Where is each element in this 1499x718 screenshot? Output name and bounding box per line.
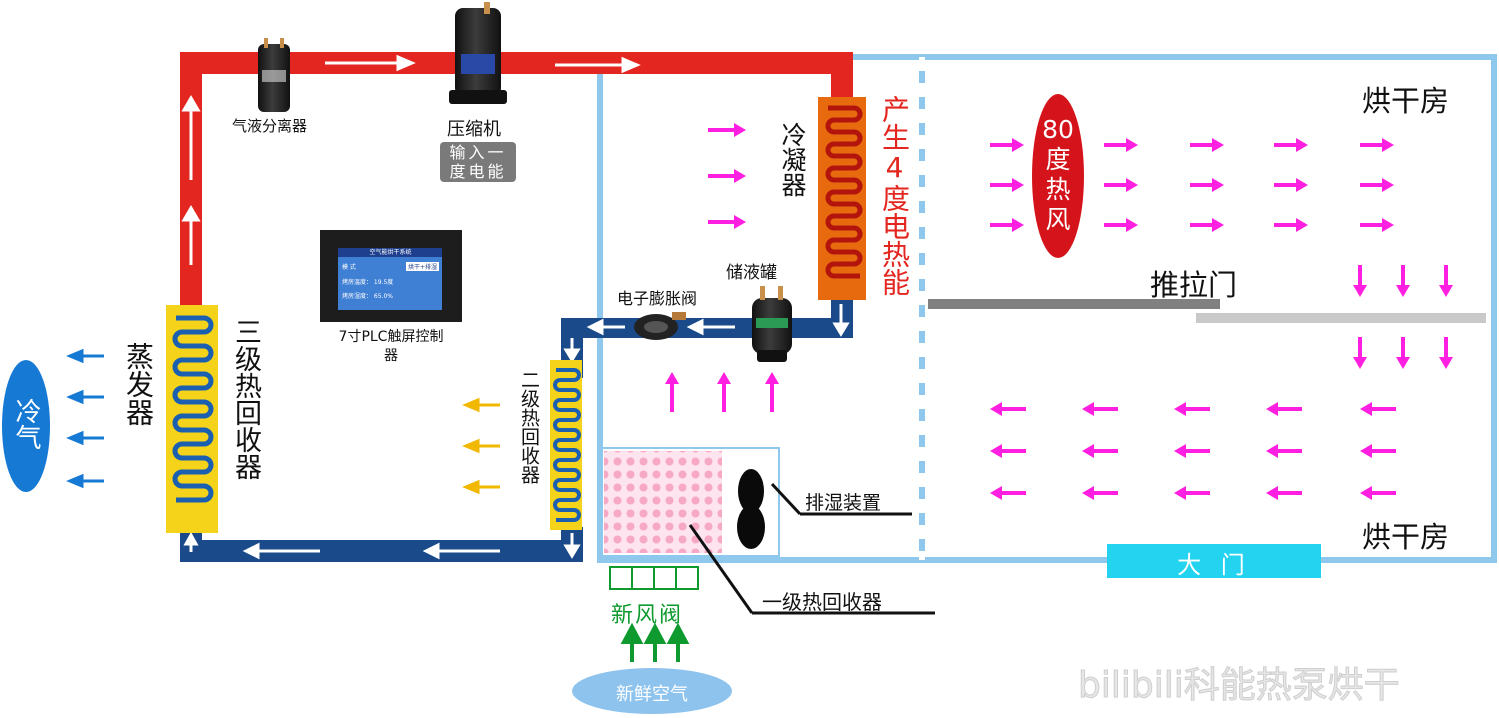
- hot-air-arrow: [1082, 444, 1118, 458]
- sliding-door-label: 推拉门: [1150, 268, 1238, 302]
- electronic-expansion-valve: [634, 312, 686, 340]
- compressor-label: 压缩机: [447, 119, 501, 140]
- hot-air-arrow: [1174, 444, 1210, 458]
- hot-air-arrow: [1174, 402, 1210, 416]
- compressor: [449, 2, 507, 104]
- main-door-label: 大 门: [1177, 551, 1251, 579]
- liquid-reservoir: [752, 286, 792, 362]
- dehumidifier-fan-icon: [737, 469, 765, 549]
- cold-air-oval: [2, 360, 50, 492]
- hot-air-arrow: [1360, 218, 1394, 232]
- hot-air-arrow: [1104, 138, 1138, 152]
- fresh-air-valve-label: 新风阀: [611, 603, 684, 628]
- expansion-valve-label: 电子膨胀阀: [617, 289, 698, 308]
- plc-screen: 空气能烘干系统 模 式 烘干+排湿 烤房温度： 19.5度 烤房湿度： 65.0…: [339, 248, 442, 310]
- primary-recovery-mesh: [604, 451, 722, 553]
- fresh-air-valve: [609, 566, 699, 590]
- primary-recovery-leader: [688, 524, 754, 614]
- hot-air-arrow: [765, 372, 779, 412]
- hot-air-arrow: [1082, 486, 1118, 500]
- recovery3-label: 三级热回收器: [230, 318, 261, 480]
- drying-room-bottom-label: 烘干房: [1362, 520, 1450, 554]
- hot-air-arrow: [708, 123, 746, 137]
- recovery2-label: 二级热回收器: [518, 370, 540, 484]
- hot-air-arrow: [1274, 138, 1308, 152]
- hot-air-arrow: [1266, 402, 1302, 416]
- reservoir-label: 储液罐: [726, 263, 777, 283]
- main-door: [1107, 544, 1321, 578]
- hot-air-flow-arrows: [665, 123, 1453, 500]
- sliding-door-bar-right: [1196, 313, 1486, 323]
- hot-air-oval: [1032, 94, 1084, 258]
- hot-air-label: 80度热风: [1042, 115, 1074, 234]
- evaporator-label: 蒸发器: [122, 342, 155, 426]
- hot-air-arrow: [1396, 265, 1410, 297]
- fresh-air-up-arrows: [620, 622, 690, 662]
- hot-air-arrow: [1360, 486, 1396, 500]
- gas-liquid-separator: [258, 38, 290, 112]
- separator-label: 气液分离器: [232, 117, 308, 135]
- hot-air-arrow: [717, 372, 731, 412]
- drying-room-top-label: 烘干房: [1362, 84, 1450, 118]
- hot-air-arrow: [990, 138, 1024, 152]
- cold-air-label: 冷气: [11, 398, 41, 450]
- pipe-flow-arrows: [181, 54, 850, 560]
- fresh-air-label: 新鲜空气: [616, 684, 688, 705]
- hot-refrigerant-pipe: [180, 52, 853, 310]
- fresh-air-oval: [572, 668, 732, 714]
- plc-mode-label: 模 式: [342, 264, 356, 271]
- dehumidifier-label: 排湿装置: [805, 492, 882, 514]
- hot-air-arrow: [1360, 138, 1394, 152]
- input-energy-badge: [440, 142, 516, 182]
- hot-air-arrow: [1190, 218, 1224, 232]
- plc-mode-value: 烘干+排湿: [405, 262, 439, 271]
- plc-panel: [320, 230, 462, 322]
- hot-air-arrow: [1104, 218, 1138, 232]
- hot-air-arrow: [1266, 444, 1302, 458]
- condenser: [818, 97, 866, 300]
- hot-air-arrow: [1274, 218, 1308, 232]
- hot-air-arrow: [1174, 486, 1210, 500]
- recovery1-label: 一级热回收器: [762, 590, 882, 614]
- secondary-recovery-coil: [550, 360, 582, 530]
- hot-air-arrow: [990, 486, 1026, 500]
- hot-air-arrow: [665, 372, 679, 412]
- plc-row-temp: 烤房温度： 19.5度: [342, 279, 394, 286]
- hot-air-arrow: [1353, 337, 1367, 369]
- evaporator-coil: [166, 305, 218, 533]
- hot-air-arrow: [990, 444, 1026, 458]
- plc-row-humidity: 烤房湿度： 65.0%: [342, 293, 393, 300]
- hot-air-arrow: [708, 215, 746, 229]
- hot-air-arrow: [1104, 178, 1138, 192]
- output-energy-label: 产生4度电热能: [878, 95, 911, 296]
- sliding-door-bar-left: [928, 299, 1220, 309]
- warm-air-arrows: [462, 397, 500, 495]
- dehumidifier-box: [600, 447, 780, 557]
- hot-air-arrow: [1360, 444, 1396, 458]
- hot-air-arrow: [1360, 402, 1396, 416]
- hot-air-arrow: [990, 218, 1024, 232]
- hot-air-arrow: [1396, 337, 1410, 369]
- hot-air-arrow: [1190, 178, 1224, 192]
- hot-air-arrow: [1360, 178, 1394, 192]
- hot-air-arrow: [1190, 138, 1224, 152]
- hot-air-arrow: [1274, 178, 1308, 192]
- hot-air-arrow: [1353, 265, 1367, 297]
- condenser-label: 冷凝器: [778, 122, 807, 197]
- hot-air-arrow: [708, 169, 746, 183]
- hot-air-arrow: [990, 402, 1026, 416]
- plc-header: 空气能烘干系统: [369, 249, 412, 256]
- hot-air-arrow: [1439, 337, 1453, 369]
- hot-air-arrow: [1266, 486, 1302, 500]
- input-energy-label: 输入一度电能: [449, 143, 507, 181]
- hot-air-arrow: [1439, 265, 1453, 297]
- plc-label: 7寸PLC触屏控制器: [338, 329, 444, 364]
- hot-air-arrow: [1082, 402, 1118, 416]
- watermark: bilibili科能热泵烘干: [1078, 665, 1401, 707]
- cold-air-arrows: [66, 348, 104, 489]
- hot-air-arrow: [990, 178, 1024, 192]
